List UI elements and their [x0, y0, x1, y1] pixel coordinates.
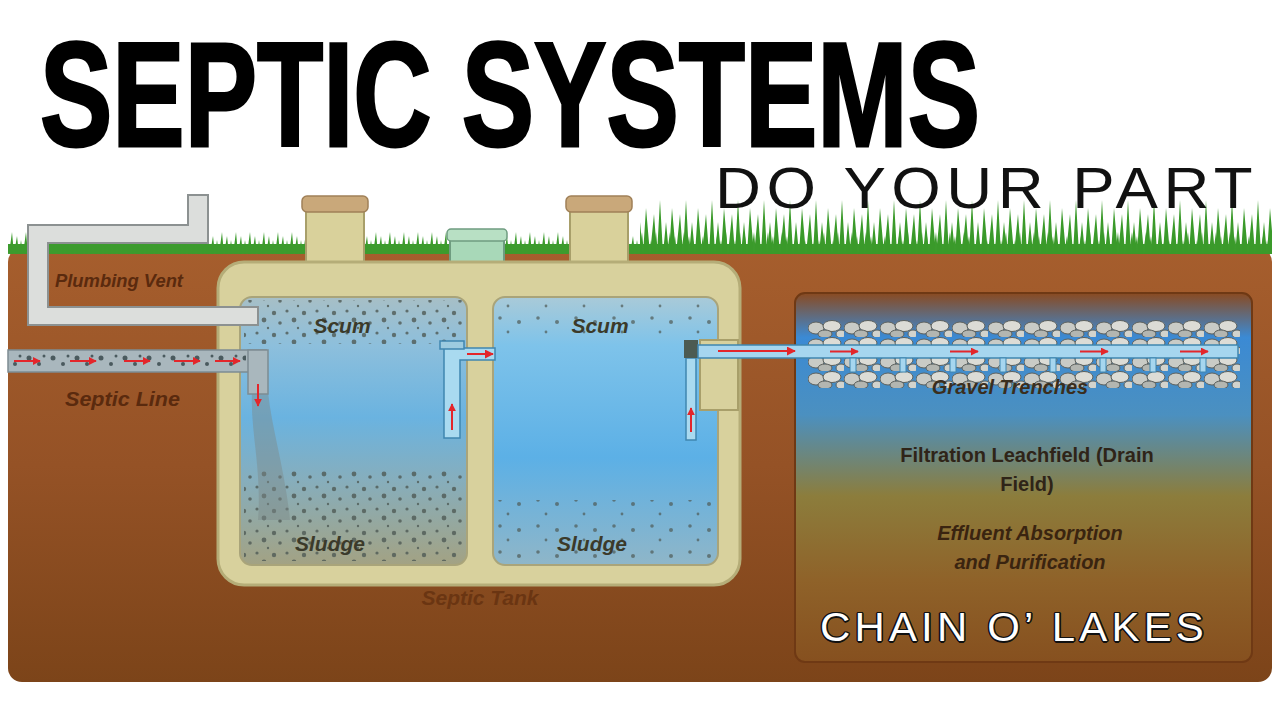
riser-cap [302, 196, 368, 212]
pipe-outlet [1200, 358, 1206, 372]
title: SEPTIC SYSTEMS [40, 21, 980, 169]
waste-particles [10, 352, 246, 370]
flow-arrow [1080, 351, 1108, 353]
pipe-outlet [1000, 358, 1006, 372]
layer-label: Scum [282, 311, 402, 341]
outlet-baffle [686, 358, 696, 440]
field-label: Gravel Trenches [880, 373, 1140, 402]
pipe-outlet [900, 358, 906, 372]
riser-cap [447, 229, 507, 241]
tee-pipe [444, 348, 495, 438]
riser [306, 208, 364, 268]
pipe-outlet [1050, 358, 1056, 372]
flow-arrow [257, 384, 259, 406]
flow-arrow [124, 360, 150, 362]
pipe-outlet [850, 358, 856, 372]
pipe-label: Septic Line [65, 389, 180, 409]
flow-arrow [451, 404, 453, 430]
flow-arrow [215, 360, 240, 362]
layer-label: Scum [540, 311, 660, 341]
field-label: Filtration Leachfield (Drain Field) [892, 441, 1162, 499]
chamber-fill [493, 297, 718, 565]
pipe-outlet [1150, 358, 1156, 372]
tank-label: Septic Tank [380, 583, 580, 613]
layer-label: Sludge [532, 529, 652, 559]
riser [570, 208, 628, 268]
distribution-pipe [698, 345, 1238, 358]
field-label: Effluent Absorption and Purification [925, 519, 1135, 577]
subtitle: DO YOUR PART [715, 159, 1258, 217]
pipe-outlet [1100, 358, 1106, 372]
flow-arrow [830, 351, 858, 353]
flow-arrow [950, 351, 978, 353]
flow-connector [718, 350, 795, 352]
flow-connector [467, 353, 493, 355]
outlet-cap [684, 340, 698, 358]
drain-field: Gravel TrenchesFiltration Leachfield (Dr… [795, 293, 1252, 662]
inflow-stream [252, 392, 290, 520]
flow-arrow [14, 360, 40, 362]
flow-arrow [70, 360, 96, 362]
tank-chamber: ScumSludge [240, 297, 467, 565]
brand-label: CHAIN O’ LAKES [820, 607, 1208, 647]
septic-tank: Septic TankScumSludgeScumSludge [218, 262, 740, 585]
tank-body [218, 262, 740, 585]
scum-particles [244, 300, 463, 344]
septic-pipe [8, 350, 266, 372]
pipe-label: Plumbing Vent [55, 272, 183, 290]
flow-arrow [690, 408, 692, 432]
chamber-fill [240, 297, 467, 565]
riser-cap [566, 196, 632, 212]
vent-pipe [28, 195, 258, 325]
sludge-particles [497, 500, 714, 561]
tee-cap [440, 341, 464, 349]
layer-label: Sludge [270, 529, 390, 559]
tank-chamber: ScumSludge [493, 297, 718, 565]
flow-arrow [174, 360, 200, 362]
flow-arrow [1180, 351, 1208, 353]
pipe-outlet [950, 358, 956, 372]
